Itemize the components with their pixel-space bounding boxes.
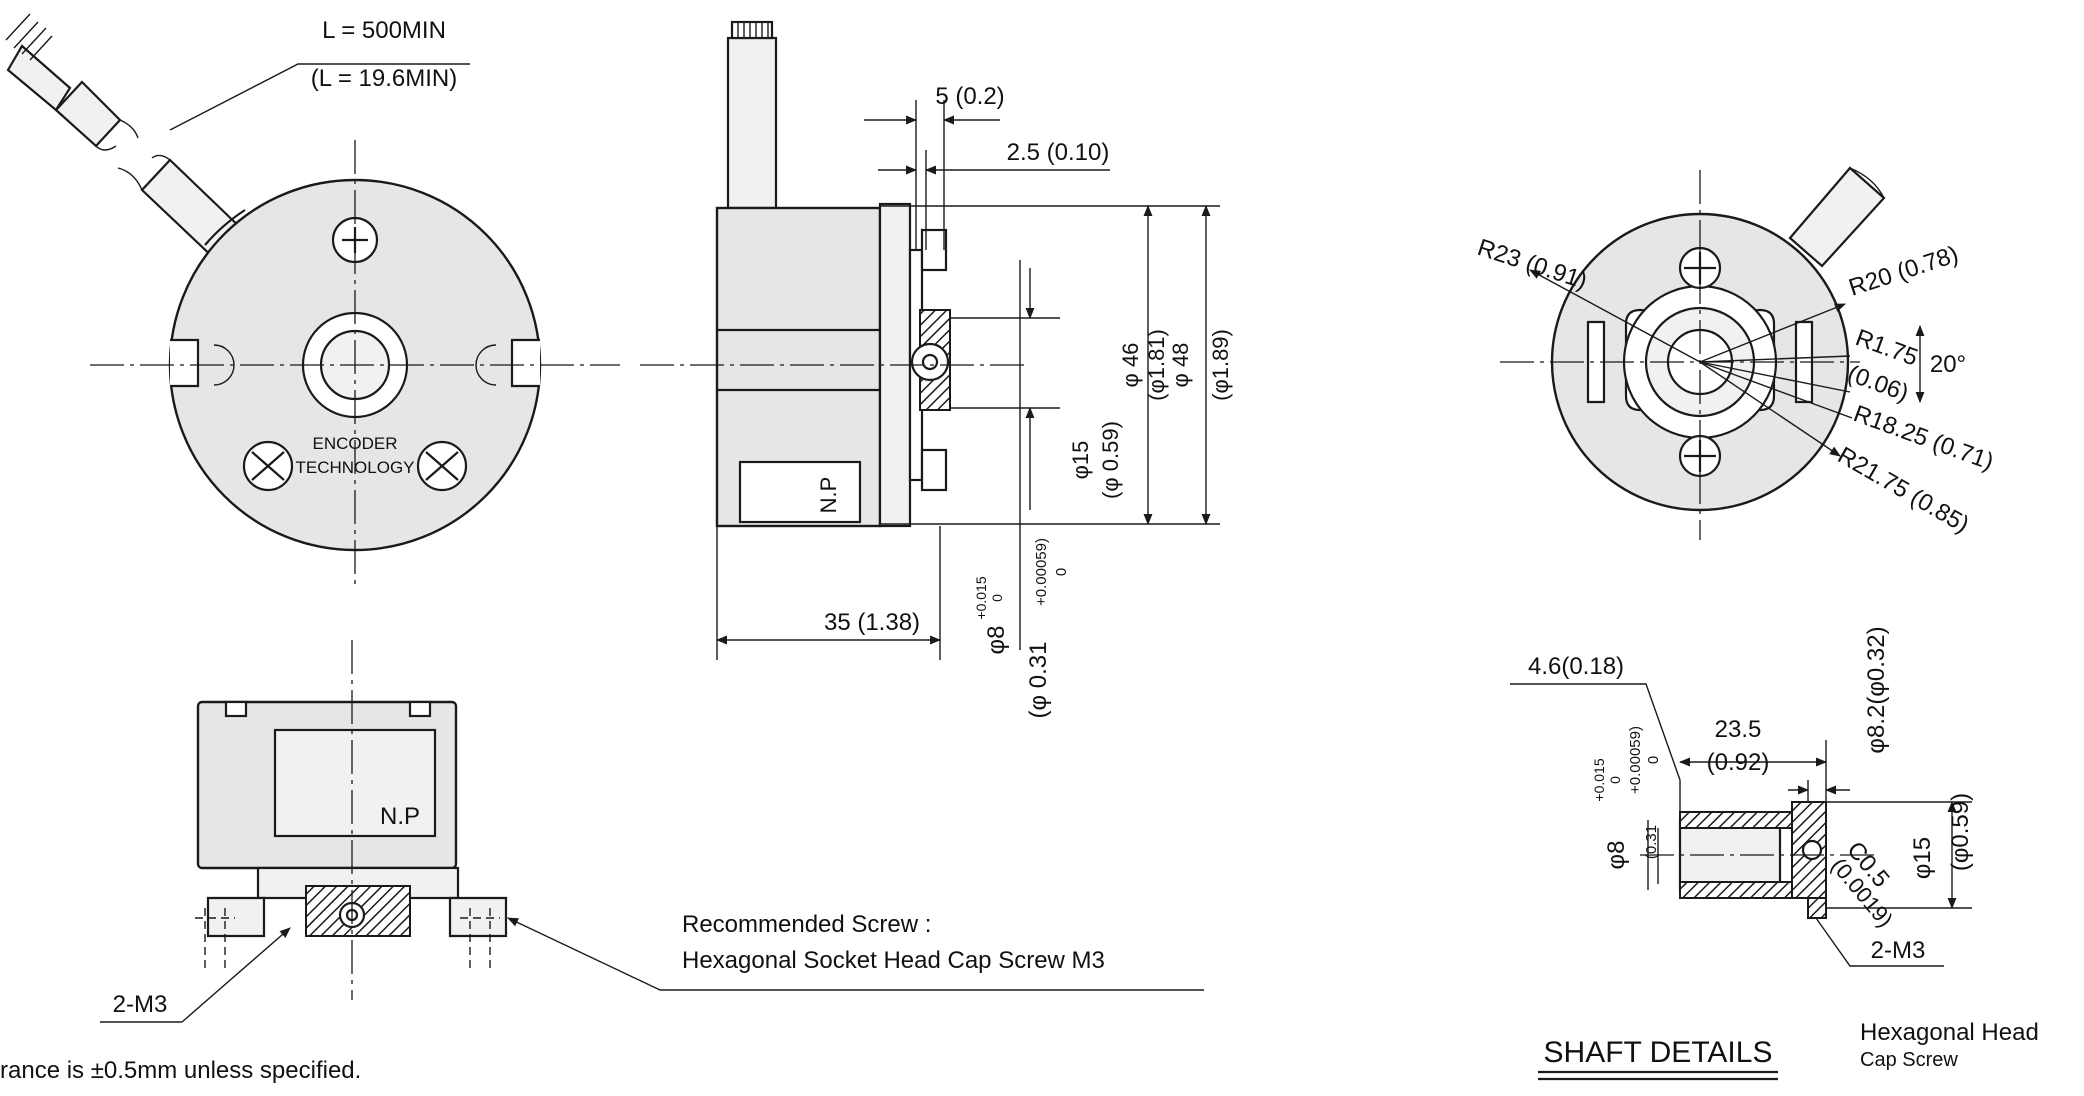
shaft-092: (0.92) <box>1707 749 1770 776</box>
shaft-d031: (0.31 <box>1643 825 1660 859</box>
dim-d059: (φ 0.59) <box>1098 421 1123 499</box>
rear-r20: R20 (0.78) <box>1846 241 1962 302</box>
shaft-d031-tol-low: 0 <box>1645 756 1662 764</box>
dim-d15: φ15 <box>1068 441 1093 480</box>
cable <box>5 13 247 264</box>
dim-5: 5 (0.2) <box>935 83 1004 110</box>
dim-d031: (φ 0.31 <box>1025 642 1052 719</box>
side-np: N.P <box>816 477 841 514</box>
dim-d8-tol-up: +0.015 <box>973 576 989 619</box>
rear-angle: 20° <box>1930 351 1966 378</box>
cable-length-in: (L = 19.6MIN) <box>311 65 458 92</box>
shaft-details-title: SHAFT DETAILS <box>1544 1036 1773 1069</box>
cable-length: L = 500MIN <box>322 17 446 44</box>
dim-d181: (φ1.81) <box>1144 329 1169 401</box>
shaft-details: 23.5 (0.92) 4.6(0.18) φ8.2(φ0.32) φ15 (φ… <box>1510 626 2039 1081</box>
shaft-d8-tol-low: 0 <box>1607 776 1623 784</box>
bottom-np: N.P <box>380 803 420 830</box>
tolerance-note: rance is ±0.5mm unless specified. <box>0 1057 361 1084</box>
hex-head-2: Cap Screw <box>1860 1049 1958 1071</box>
dim-d031-tol-low: 0 <box>1053 568 1070 576</box>
side-dimensions: φ 46 (φ1.81) φ 48 (φ1.89) φ15 (φ 0.59) φ… <box>715 83 1233 719</box>
shaft-m3: 2-M3 <box>1871 937 1926 964</box>
dim-d8: φ8 <box>983 626 1010 655</box>
dim-d189: (φ1.89) <box>1208 329 1233 401</box>
shaft-d8-tol-up: +0.015 <box>1591 758 1607 801</box>
shaft-235: 23.5 <box>1715 716 1762 743</box>
dim-25: 2.5 (0.10) <box>1007 139 1110 166</box>
shaft-d15: φ15 <box>1909 837 1936 879</box>
screw-title: Recommended Screw : <box>682 911 931 938</box>
hex-head-1: Hexagonal Head <box>1860 1019 2039 1046</box>
dim-d8-tol-low: 0 <box>989 594 1005 602</box>
screw-desc: Hexagonal Socket Head Cap Screw M3 <box>682 947 1105 974</box>
dim-35: 35 (1.38) <box>824 609 920 636</box>
shaft-d031-tol-up: +0.00059) <box>1627 726 1644 794</box>
rear-view: R23 (0.91) R20 (0.78) R1.75 (0.06) 20° R… <box>1474 166 1997 540</box>
shaft-46: 4.6(0.18) <box>1528 653 1624 680</box>
side-view: N.P φ 46 (φ1.81) φ 48 (φ1.89) φ15 (φ 0.5… <box>640 20 1233 719</box>
bottom-m3: 2-M3 <box>113 991 168 1018</box>
dim-d48: φ 48 <box>1168 343 1193 388</box>
shaft-d059: (φ0.59) <box>1947 793 1974 871</box>
dim-d031-tol-up: +0.00059) <box>1033 538 1050 606</box>
bottom-view: N.P 2-M3 Recommended Screw : Hexagonal S… <box>100 640 1204 1023</box>
front-view: ENCODER TECHNOLOGY L = 500MIN (L = 19.6M… <box>5 13 620 590</box>
shaft-d8: φ8 <box>1603 841 1630 870</box>
dim-d46: φ 46 <box>1118 343 1143 388</box>
shaft-d82: φ8.2(φ0.32) <box>1863 626 1890 753</box>
rear-r23: R23 (0.91) <box>1474 234 1590 295</box>
cable-leader <box>169 63 470 131</box>
